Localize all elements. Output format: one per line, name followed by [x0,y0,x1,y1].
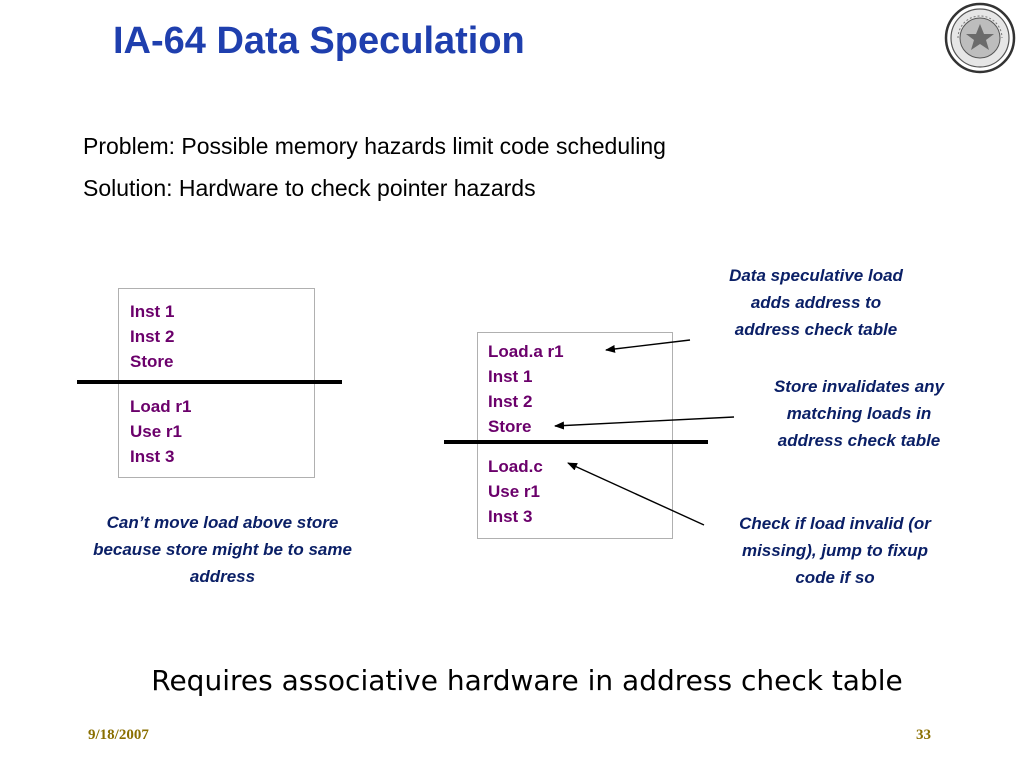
university-seal-icon [944,2,1016,74]
code-line: Inst 2 [130,327,175,346]
code-line: Load.c [488,457,543,476]
code-line: Inst 1 [488,367,533,386]
note-check-load: Check if load invalid (or missing), jump… [690,510,980,591]
note-line: address check table [734,320,898,339]
left-note: Can’t move load above store because stor… [40,509,405,590]
note-line: Store invalidates any [773,377,945,396]
note-line: code if so [795,568,875,587]
note-line: adds address to [750,293,882,312]
code-line: Store [130,352,174,371]
note-store-invalidates: Store invalidates any matching loads in … [724,373,994,454]
summary-statement: Requires associative hardware in address… [151,664,903,697]
note-line: because store might be to same [93,540,352,559]
note-line: Check if load invalid (or [739,514,931,533]
note-line: Data speculative load [729,266,903,285]
left-divider-line [77,380,342,384]
note-line: address check table [777,431,941,450]
problem-statement: Problem: Possible memory hazards limit c… [83,133,666,159]
note-line: address [189,567,256,586]
note-line: matching loads in [786,404,932,423]
left-code-below: Load r1 Use r1 Inst 3 [130,394,191,469]
code-line: Load.a r1 [488,342,564,361]
code-line: Inst 2 [488,392,533,411]
note-line: Can’t move load above store [106,513,339,532]
solution-statement: Solution: Hardware to check pointer haza… [83,175,536,201]
code-line: Use r1 [130,422,182,441]
code-line: Use r1 [488,482,540,501]
code-line: Load r1 [130,397,192,416]
right-divider-line [444,440,708,444]
note-data-speculative-load: Data speculative load adds address to ad… [686,262,946,343]
footer-date: 9/18/2007 [88,727,149,743]
page-number: 33 [916,727,931,743]
right-code-below: Load.c Use r1 Inst 3 [488,454,543,529]
code-line: Store [488,417,532,436]
slide-title: IA-64 Data Speculation [113,20,525,62]
note-line: missing), jump to fixup [741,541,929,560]
code-line: Inst 3 [130,447,175,466]
right-code-above: Load.a r1 Inst 1 Inst 2 Store [488,339,564,439]
code-line: Inst 3 [488,507,533,526]
code-line: Inst 1 [130,302,175,321]
left-code-above: Inst 1 Inst 2 Store [130,299,174,374]
